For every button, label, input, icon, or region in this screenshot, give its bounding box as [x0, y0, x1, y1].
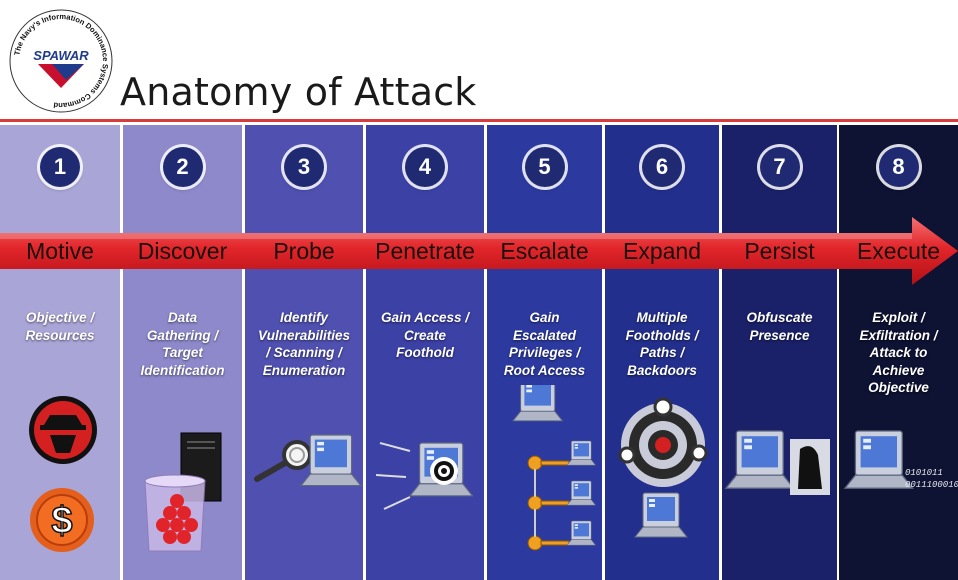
laptop-icon: [724, 430, 795, 489]
stage-description-line: Gain: [529, 310, 560, 325]
stage-label-discover: Discover: [137, 238, 228, 264]
stage-label-penetrate: Penetrate: [375, 238, 475, 264]
stage-description-line: Foothold: [396, 345, 454, 360]
stage-description-line: Exploit /: [872, 310, 925, 325]
server-and-jar-icon: [144, 432, 222, 552]
stage-description-line: Privileges /: [508, 345, 581, 360]
logo-text: SPAWAR: [33, 48, 89, 63]
stage-description-line: Backdoors: [627, 362, 697, 378]
stage-description-line: Objective /: [25, 310, 95, 325]
stage-description-line: Vulnerabilities: [257, 327, 351, 343]
stage-description: Objective / Resources: [0, 309, 120, 344]
binary-line-2: 0011100010: [905, 480, 958, 490]
stage-description-line: Multiple: [636, 310, 688, 325]
target-laptop-icon: [375, 442, 474, 510]
magnifier-icon: [254, 440, 312, 482]
hacker-icon: [29, 396, 97, 464]
stage-description-line: Presence: [749, 327, 810, 343]
stage-description-line: Enumeration: [262, 362, 346, 378]
stage-label-expand: Expand: [622, 238, 701, 264]
bullseye-icon: [618, 397, 708, 538]
jar-icon: [144, 474, 206, 552]
stage-description-line: Footholds /: [625, 327, 699, 343]
stage-number-badge: 5: [524, 147, 565, 187]
keys-laptops-icon: [512, 385, 597, 551]
stage-description-line: Obfuscate: [746, 310, 813, 325]
stage-description-line: Identify: [279, 310, 328, 325]
stage-description-line: Data: [167, 310, 198, 325]
stage-description-line: / Scanning /: [266, 345, 342, 360]
stage-number-badge: 8: [878, 147, 919, 187]
stage-number-badge: 6: [642, 147, 682, 187]
stage-label-escalate: Escalate: [500, 238, 589, 264]
stage-number-badge: 3: [284, 147, 324, 187]
stage-description-line: Root Access: [503, 362, 586, 378]
stage-number-badge: 2: [162, 147, 203, 187]
laptop-shadow-icon: [724, 430, 830, 495]
stage-description-line: Target: [162, 345, 203, 360]
laptop-icon: [843, 430, 914, 489]
stage-description-line: Gain Access /: [380, 310, 470, 325]
dollar-icon: $: [30, 488, 94, 552]
stage-number-badge: 1: [40, 147, 80, 187]
hacker-and-dollar-icon: $: [29, 396, 97, 552]
shadow-figure-icon: [790, 439, 830, 495]
magnifier-laptop-icon: [254, 434, 362, 487]
page-title: Anatomy of Attack: [120, 70, 477, 114]
stage-description-line: Exfiltration /: [859, 327, 938, 343]
binary-line-1: 0101011: [905, 468, 943, 478]
svg-text:$: $: [51, 500, 72, 542]
stage-description-line: Resources: [25, 327, 95, 343]
keys-icon: [527, 440, 597, 551]
stage-label-execute: Execute: [856, 238, 941, 264]
bullseye-icon: [618, 397, 708, 487]
stage-label-motive: Motive: [26, 238, 94, 264]
stage-description-line: Paths /: [639, 345, 685, 360]
laptop-icon: [633, 492, 689, 538]
laptop-binary-icon: 0101011 0011100010: [843, 430, 958, 490]
stage-description-line: Achieve: [872, 362, 925, 378]
title-rule: [0, 119, 958, 122]
stage-description-line: Objective: [868, 380, 929, 395]
stage-description-line: Attack to: [869, 345, 928, 360]
arrows-icon: [375, 442, 411, 510]
stage-description-line: Escalated: [512, 327, 577, 343]
stage-label-probe: Probe: [273, 238, 335, 264]
stage-number-badge: 4: [405, 147, 445, 187]
stage-description-line: Gathering /: [146, 327, 219, 343]
stage-number-badge: 7: [759, 147, 800, 187]
binary-icon: 0101011 0011100010: [905, 468, 958, 490]
spawar-logo: The Navy's Information Dominance Systems…: [9, 9, 113, 113]
stage-description-line: Identification: [140, 362, 225, 378]
stage-description-line: Create: [403, 327, 447, 343]
target-icon: [430, 457, 458, 485]
laptop-icon: [299, 434, 362, 487]
stage-label-persist: Persist: [744, 238, 815, 264]
progress-arrow: [0, 217, 958, 285]
header: The Navy's Information Dominance Systems…: [0, 0, 958, 118]
laptop-icon: [512, 385, 564, 422]
